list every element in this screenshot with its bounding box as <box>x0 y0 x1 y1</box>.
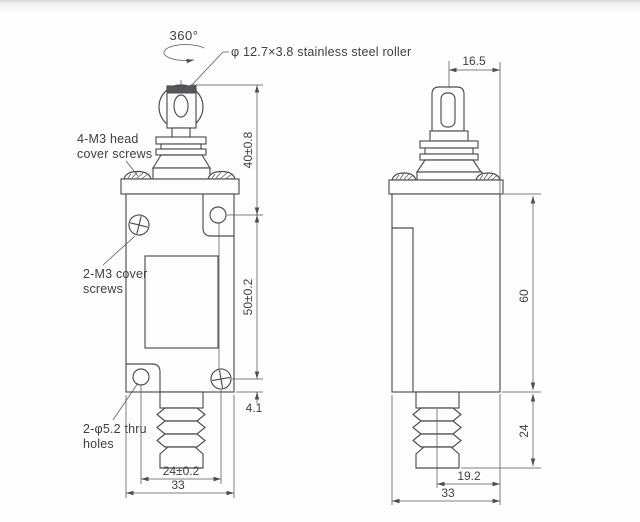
dim-head-offset: 16.5 <box>462 54 486 68</box>
dim-hole-spacing-vertical: 50±0.2 <box>241 278 255 315</box>
dim-hole-to-base: 4.1 <box>246 401 263 415</box>
gland-disc <box>156 433 206 448</box>
head-cap <box>120 178 240 195</box>
dome-hatch <box>127 172 148 179</box>
plunger-stem <box>429 130 469 142</box>
head-screws-label: cover screws <box>77 147 152 161</box>
leader-line <box>102 235 136 266</box>
bellows-cone <box>415 159 483 173</box>
bellows-flange <box>419 140 479 149</box>
dim-body-height: 60 <box>517 289 531 303</box>
dim-roller-height: 40±0.8 <box>241 131 255 168</box>
gland-disc <box>156 420 206 435</box>
thru-holes-label: holes <box>83 437 114 451</box>
roller-spec-label: φ 12.7×3.8 stainless steel roller <box>231 45 411 59</box>
dim-depth: 33 <box>441 486 455 500</box>
switch-body <box>391 193 501 393</box>
corner-step <box>202 194 234 237</box>
gland-stem <box>159 391 204 409</box>
bellows-cone <box>151 154 212 169</box>
cover-screws-label: 2-M3 cover <box>83 267 148 281</box>
gland-cup <box>159 446 204 469</box>
roller-slot <box>440 92 456 128</box>
corner-step <box>126 363 161 392</box>
bellows-rib <box>424 147 474 155</box>
gland-disc <box>156 407 206 422</box>
roller-fork-band <box>166 85 197 94</box>
side-view: 16.5 60 24 19.2 33 <box>388 54 541 505</box>
switch-body <box>125 193 235 393</box>
gland-stem <box>415 391 460 409</box>
head-screws-label: 4-M3 head <box>77 132 139 146</box>
dim-hole-spacing-horizontal: 24±0.2 <box>163 464 200 478</box>
dim-width: 33 <box>171 478 185 492</box>
thru-hole <box>209 206 227 224</box>
cover-screw <box>210 368 232 390</box>
leader-line <box>125 160 139 177</box>
dome-hatch <box>211 172 232 179</box>
head-cap <box>388 179 504 195</box>
extension-lines <box>125 386 235 498</box>
leader-line <box>189 51 229 88</box>
thru-holes-label: 2-φ5.2 thru <box>83 422 147 436</box>
side-step <box>392 227 414 392</box>
extension-lines <box>190 84 263 393</box>
dome-hatch <box>479 173 498 180</box>
rotation-arrow-icon <box>163 44 205 64</box>
extension-lines <box>391 62 541 505</box>
cover-screws-label: screws <box>83 282 123 296</box>
dim-bellows-offset: 19.2 <box>457 469 481 483</box>
dim-bellows-length: 24 <box>517 424 531 438</box>
gland-cup <box>415 446 460 469</box>
leader-line <box>112 382 139 421</box>
bellows-flange <box>155 148 207 156</box>
front-view: 40±0.8 50±0.2 4.1 24±0.2 33 <box>120 80 263 498</box>
dome-hatch <box>395 173 414 180</box>
plunger-base <box>416 171 483 181</box>
cover-panel <box>144 255 219 349</box>
bellows-flange <box>419 153 479 161</box>
rotation-label: 360° <box>170 28 199 43</box>
callouts: 360° φ 12.7×3.8 stainless steel roller 4… <box>77 28 411 451</box>
plunger-base <box>152 167 211 180</box>
thru-hole <box>132 368 150 386</box>
bellows-flange <box>155 136 207 145</box>
roller-axle <box>173 94 189 118</box>
bellows-rib <box>160 143 202 150</box>
cover-screw <box>128 214 150 236</box>
